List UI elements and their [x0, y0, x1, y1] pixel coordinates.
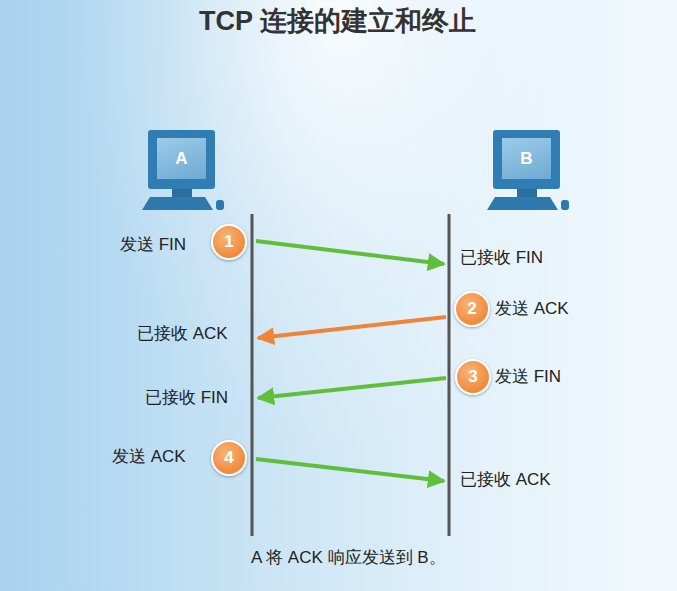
message-label: 发送 FIN [120, 233, 186, 256]
timeline [448, 214, 451, 536]
callout-number-text: 2 [456, 293, 488, 325]
callout-number: 2 [454, 291, 490, 327]
diagram-title: TCP 连接的建立和终止 [199, 3, 476, 39]
computer-base [142, 188, 224, 210]
message-label: 发送 ACK [112, 445, 186, 468]
message-label: 已接收 ACK [137, 322, 228, 345]
computer-name: B [502, 138, 551, 179]
computer-name: A [157, 138, 206, 179]
timeline [251, 214, 254, 536]
computer-base [487, 188, 569, 210]
callout-number: 1 [211, 224, 247, 260]
callout-number: 3 [455, 359, 491, 395]
message-arrow [258, 317, 446, 338]
message-label: 发送 FIN [495, 365, 561, 388]
callout-number-text: 1 [213, 226, 245, 258]
message-arrow [256, 459, 444, 481]
message-label: 发送 ACK [495, 297, 569, 320]
message-label: 已接收 FIN [145, 386, 228, 409]
callout-number-text: 3 [457, 361, 489, 393]
computer-monitor: B [493, 130, 560, 189]
message-arrow [256, 241, 444, 264]
message-arrow [258, 378, 446, 398]
callout-number: 4 [211, 440, 247, 476]
message-label: 已接收 ACK [460, 468, 551, 491]
callout-number-text: 4 [213, 442, 245, 474]
message-label: 已接收 FIN [460, 246, 543, 269]
diagram-caption: A 将 ACK 响应发送到 B。 [251, 546, 446, 569]
computer-monitor: A [148, 130, 215, 189]
